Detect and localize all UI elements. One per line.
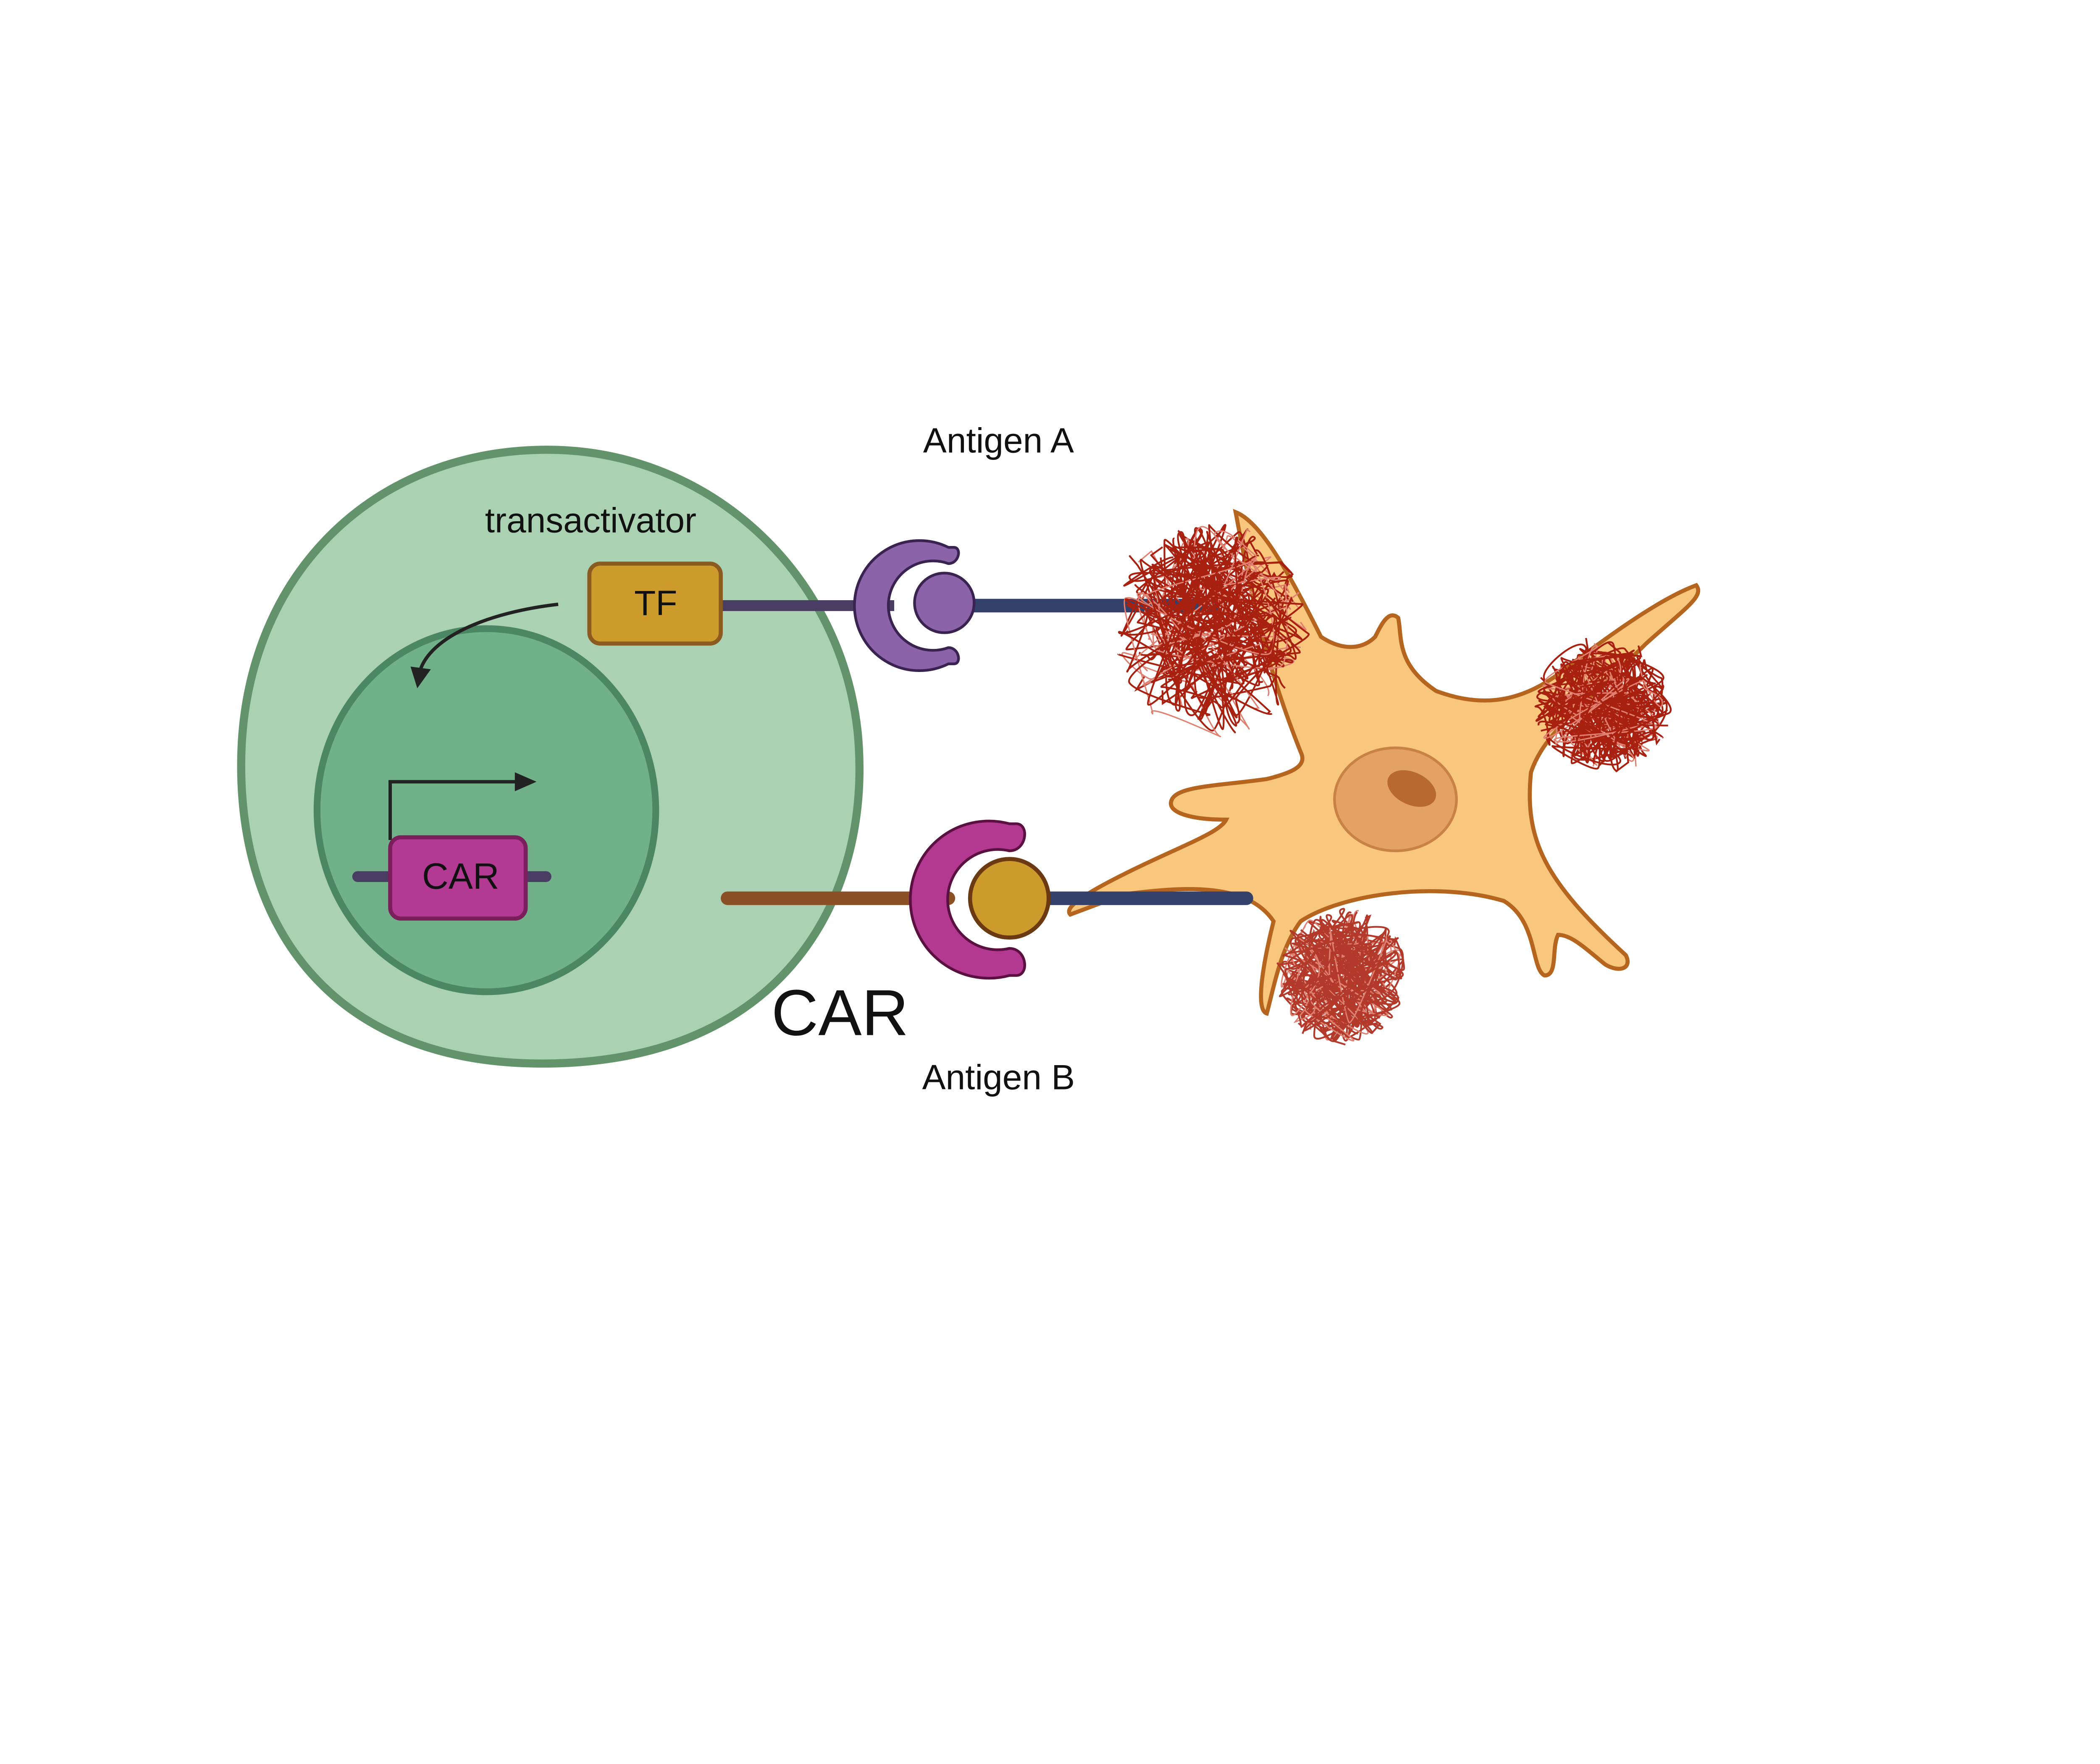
- tangle-fiber: [1126, 604, 1241, 714]
- tangle-fiber: [1117, 566, 1278, 699]
- tangle-fiber: [1302, 952, 1396, 1034]
- transactivator-label: transactivator: [485, 501, 696, 540]
- tangle-fiber: [1190, 598, 1310, 724]
- antigen-b-receptor: [909, 819, 1026, 980]
- tangle-fiber: [1168, 531, 1237, 727]
- tangle-fiber: [1596, 676, 1672, 743]
- antigen-b: [968, 857, 1051, 940]
- antigen-a-receptor: [853, 539, 960, 672]
- tau-tangle-1: [1117, 524, 1310, 738]
- tau-tangle-2: [1534, 638, 1672, 773]
- tau-tangle-3: [1276, 908, 1405, 1046]
- tangle-fiber: [1126, 612, 1278, 715]
- antigen-b-label: Antigen B: [922, 1058, 1075, 1097]
- tangle-fiber: [1556, 675, 1664, 764]
- neuron-nucleolus: [1387, 770, 1436, 807]
- tangle-fiber: [1287, 932, 1371, 997]
- tangle-fiber: [1548, 652, 1664, 723]
- tangle-fiber: [1538, 661, 1608, 718]
- tf-label: TF: [634, 583, 677, 623]
- promoter-arrow: [388, 780, 522, 840]
- tangle-fiber: [1562, 653, 1643, 742]
- tangle-fiber: [1118, 571, 1273, 715]
- tangle-fiber: [1285, 937, 1373, 1034]
- tangle-fiber: [1290, 959, 1354, 1042]
- tangle-fiber: [1124, 593, 1221, 738]
- diagram-svg: transactivator TF Antigen A CAR CAR Anti…: [237, 420, 1701, 1097]
- tangle-fiber: [1161, 536, 1240, 664]
- curved-arrow: [418, 602, 559, 672]
- tangles: [1117, 524, 1672, 1046]
- tangle-fiber: [1306, 948, 1400, 1011]
- tangle-fiber: [1153, 554, 1242, 675]
- neuron-nucleus: [1333, 746, 1458, 853]
- tangle-fiber: [1575, 653, 1634, 759]
- tangle-fiber: [1160, 591, 1292, 709]
- diagram-canvas: transactivator TF Antigen A CAR CAR Anti…: [237, 420, 1701, 1097]
- tangle-fiber: [1544, 645, 1658, 743]
- antigen-a: [913, 572, 976, 634]
- tangle-fiber: [1284, 914, 1368, 1028]
- tangle-fiber: [1123, 541, 1257, 658]
- tangle-fiber: [1125, 544, 1294, 668]
- tangle-fiber: [1128, 612, 1244, 717]
- tangle-fiber: [1140, 528, 1281, 601]
- promoter-arrow-head: [514, 772, 537, 791]
- car-gene-box: [388, 835, 528, 921]
- antigen-a-label: Antigen A: [923, 420, 1074, 460]
- tangle-fiber: [1300, 929, 1393, 1032]
- tangle-fiber: [1543, 663, 1663, 746]
- tangle-fiber: [1592, 656, 1668, 752]
- t-cell-nucleus: [313, 625, 659, 995]
- car-receptor-label: CAR: [772, 976, 909, 1049]
- tangle-fiber: [1282, 914, 1367, 1000]
- tf-box: [587, 562, 723, 646]
- tangle-fiber: [1318, 921, 1361, 992]
- car-gene-label: CAR: [422, 856, 499, 897]
